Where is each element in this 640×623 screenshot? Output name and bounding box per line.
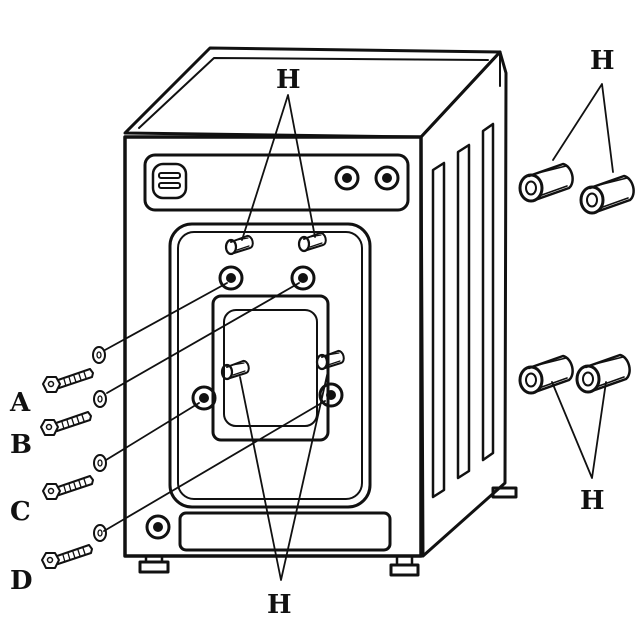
label-d: D — [10, 566, 33, 596]
label-h-right-top: H — [590, 46, 615, 76]
label-h-top: H — [276, 65, 301, 95]
label-c: C — [10, 497, 31, 527]
transport-bolt-icon — [40, 368, 94, 569]
bolt-holes — [191, 265, 344, 411]
washer-icon — [92, 346, 107, 542]
label-h-right-bottom: H — [580, 486, 605, 516]
label-b: B — [10, 430, 32, 460]
label-a: A — [9, 388, 31, 418]
label-h-bottom: H — [267, 590, 292, 620]
inserted-plugs — [220, 231, 345, 381]
leader-lines — [103, 282, 326, 532]
hole-cover-plug-icon — [518, 162, 636, 395]
washing-machine-rear-icon — [123, 46, 518, 577]
h-leader-lines — [239, 83, 614, 581]
